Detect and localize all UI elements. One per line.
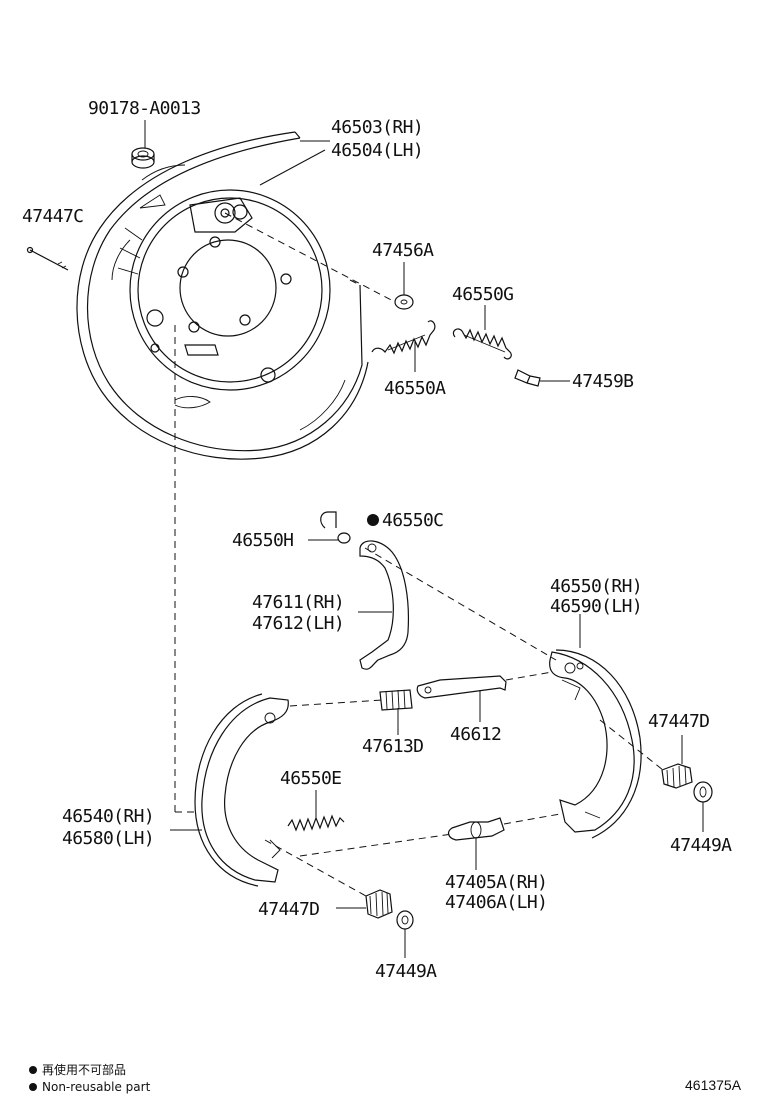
label-47612: 47612(LH) (252, 613, 344, 634)
cup-right (693, 781, 713, 803)
spring-46550a (371, 320, 436, 355)
adjuster-47405a (447, 817, 505, 841)
right-brake-shoe (549, 649, 642, 839)
label-46550c: 46550C (382, 510, 443, 531)
assembly-lines (174, 212, 664, 897)
label-46550g: 46550G (452, 284, 513, 305)
label-46550a: 46550A (384, 378, 446, 399)
retainer-46550h (320, 511, 351, 544)
label-46540: 46540(RH) (62, 806, 154, 827)
label-47449a-right: 47449A (670, 835, 732, 856)
hold-down-spring-right (661, 763, 693, 789)
label-46504: 46504(LH) (331, 140, 423, 161)
label-46590: 46590(LH) (550, 596, 642, 617)
label-47459b: 47459B (572, 371, 633, 392)
spring-47613d (379, 689, 413, 711)
label-90178: 90178-A0013 (88, 98, 201, 119)
label-47447d-bottom: 47447D (258, 899, 319, 920)
diagram-code: 461375A (685, 1077, 742, 1093)
leader-lines (144, 120, 704, 958)
parking-lever-47611 (359, 540, 409, 670)
strut-46612 (416, 675, 507, 699)
label-46612: 46612 (450, 724, 501, 745)
cup-bottom (396, 910, 414, 930)
hold-down-spring-bottom (365, 889, 393, 919)
label-47456a: 47456A (372, 240, 434, 261)
label-46580: 46580(LH) (62, 828, 154, 849)
pin-47447c (26, 246, 69, 271)
label-47447c: 47447C (22, 206, 83, 227)
left-brake-shoe (194, 693, 289, 887)
non-reusable-marker (367, 514, 379, 526)
legend-marker-en (29, 1083, 37, 1091)
label-46550-rh: 46550(RH) (550, 576, 642, 597)
part-labels: 90178-A0013 46503(RH) 46504(LH) 47447C 4… (22, 98, 733, 982)
legend: 再使用不可部品 Non-reusable part (29, 1062, 151, 1094)
label-47406a: 47406A(LH) (445, 892, 547, 913)
legend-marker-jp (29, 1066, 37, 1074)
nut-90178 (131, 147, 155, 169)
label-46550h: 46550H (232, 530, 293, 551)
label-46503: 46503(RH) (331, 117, 423, 138)
label-47449a-bottom: 47449A (375, 961, 437, 982)
label-47611: 47611(RH) (252, 592, 344, 613)
backing-plate (76, 131, 369, 460)
spring-46550e (287, 814, 345, 832)
bolt-47459b (514, 369, 541, 387)
spring-46550g (452, 328, 512, 360)
label-47405a: 47405A(RH) (445, 872, 547, 893)
washer-47456a (394, 294, 414, 310)
legend-en: Non-reusable part (42, 1080, 151, 1094)
label-47613d: 47613D (362, 736, 423, 757)
label-46550e: 46550E (280, 768, 341, 789)
legend-jp: 再使用不可部品 (42, 1062, 126, 1077)
label-47447d-right: 47447D (648, 711, 709, 732)
